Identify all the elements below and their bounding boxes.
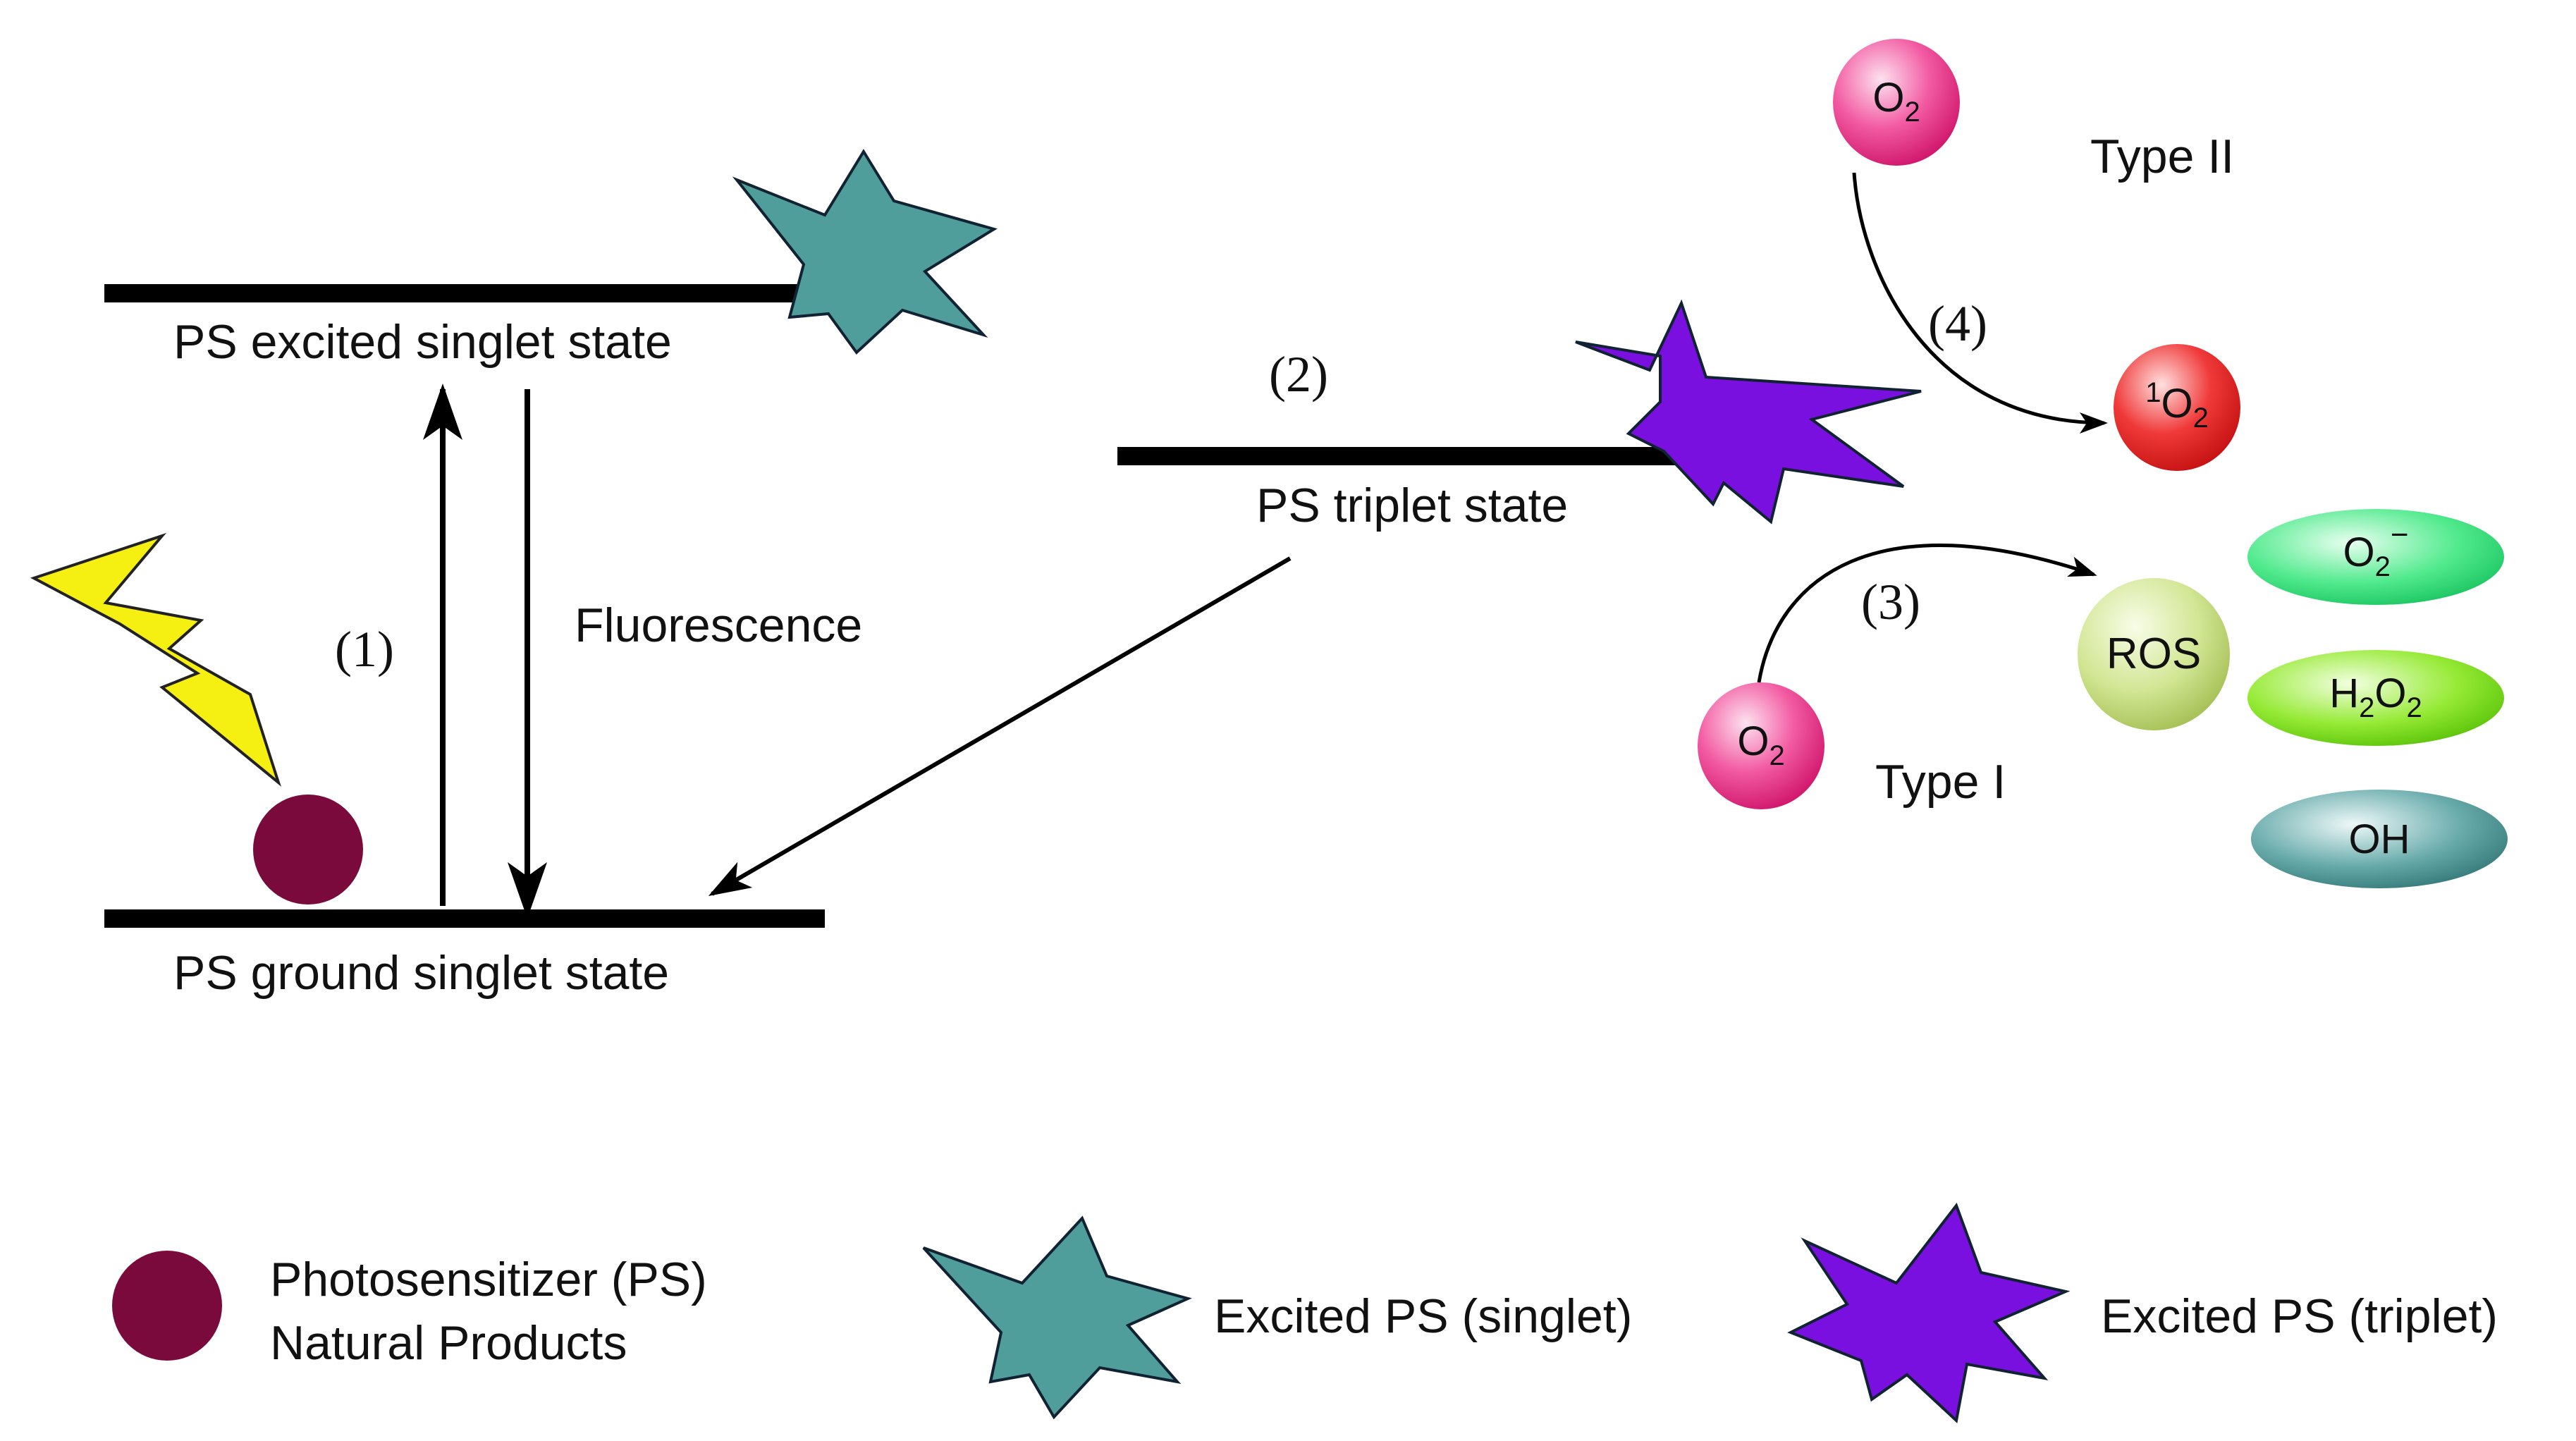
hydrogen-peroxide-text: H2O2	[2329, 670, 2422, 723]
photosensitizer-dot	[253, 795, 363, 905]
type-i-label: Type I	[1875, 755, 2006, 809]
superoxide-text: O2−	[2343, 517, 2408, 582]
legend-excited-singlet-label: Excited PS (singlet)	[1214, 1289, 1632, 1343]
type-i-curved-arrow	[1757, 543, 2097, 683]
excited-triplet-star-icon	[1575, 299, 1922, 525]
legend: Photosensitizer (PS) Natural Products Ex…	[112, 1202, 2498, 1423]
legend-ps-dot	[112, 1251, 222, 1361]
step-4-label: (4)	[1928, 295, 1987, 352]
o2-type-i-text: O2	[1737, 718, 1784, 771]
excited-singlet-label: PS excited singlet state	[173, 315, 672, 369]
triplet-label: PS triplet state	[1256, 479, 1568, 532]
ros-text: ROS	[2106, 630, 2201, 678]
excited-singlet-level-line	[104, 284, 813, 302]
legend-excited-triplet-label: Excited PS (triplet)	[2101, 1289, 2498, 1343]
legend-ps-line2: Natural Products	[270, 1316, 627, 1370]
o2-type-i-circle	[1698, 682, 1824, 809]
hydroxyl-text: OH	[2349, 816, 2410, 862]
ground-singlet-label: PS ground singlet state	[173, 946, 669, 1000]
excited-singlet-star-icon	[732, 149, 998, 355]
triplet-level-line	[1117, 447, 1724, 465]
hydroxyl-ellipse	[2251, 790, 2508, 888]
lightning-bolt-icon	[30, 532, 281, 787]
step-3-label: (3)	[1861, 574, 1920, 630]
legend-singlet-star-icon	[922, 1215, 1192, 1420]
legend-ps-line1: Photosensitizer (PS)	[270, 1253, 707, 1306]
singlet-oxygen-text: 1O2	[2145, 377, 2209, 434]
o2-type-ii-circle	[1833, 39, 1960, 166]
triplet-decay-arrow	[708, 556, 1292, 897]
singlet-oxygen-circle	[2114, 344, 2240, 471]
step-1-label: (1)	[335, 621, 394, 677]
o2-type-ii-text: O2	[1872, 75, 1920, 128]
ros-circle	[2078, 578, 2230, 730]
hydrogen-peroxide-ellipse	[2247, 650, 2504, 746]
fluorescence-label: Fluorescence	[575, 599, 862, 652]
type-ii-curved-arrow	[1852, 172, 2108, 434]
legend-triplet-star-icon	[1787, 1202, 2071, 1423]
superoxide-ellipse	[2247, 509, 2504, 605]
type-ii-label: Type II	[2090, 130, 2234, 183]
ground-singlet-level-line	[104, 909, 825, 928]
step-2-label: (2)	[1269, 346, 1328, 403]
